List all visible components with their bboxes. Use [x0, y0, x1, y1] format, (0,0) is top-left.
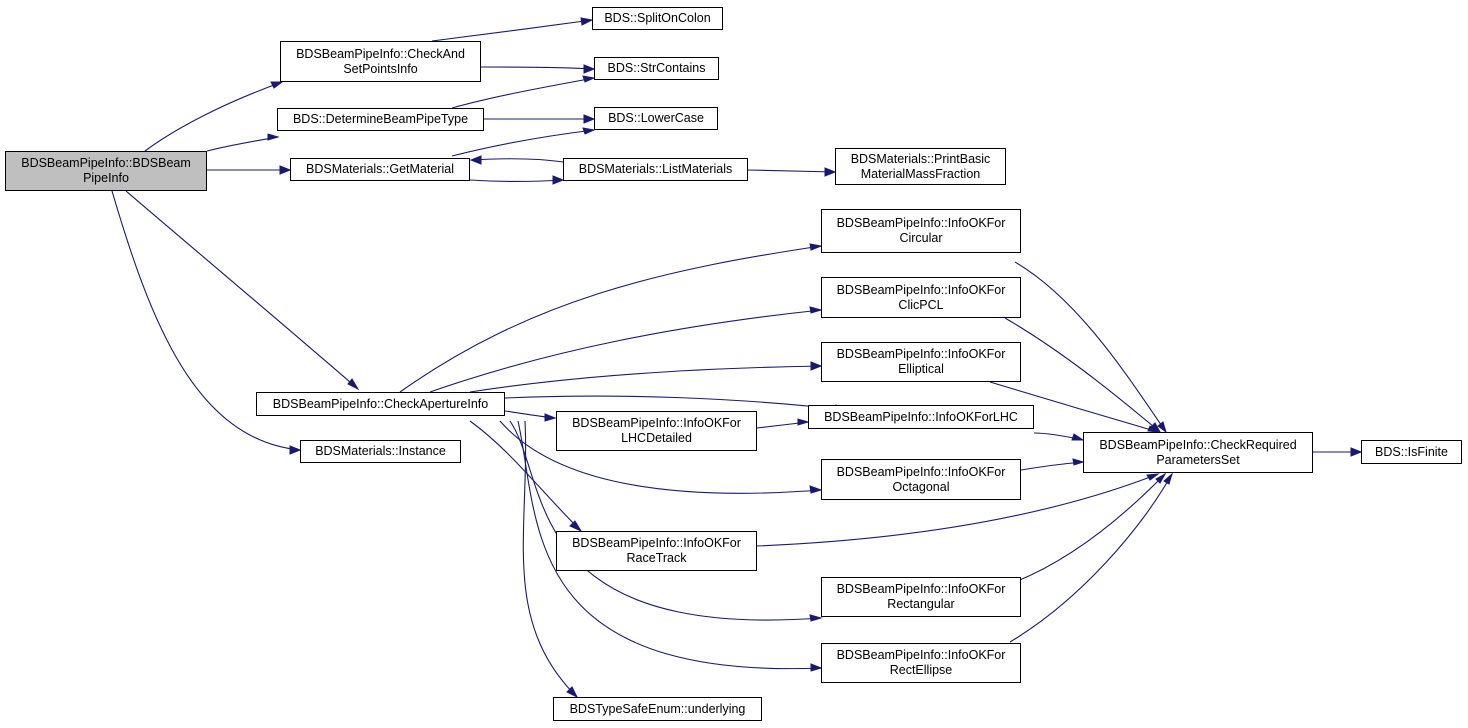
- node-list-materials[interactable]: BDSMaterials::ListMaterials: [563, 158, 748, 181]
- node-split-on-colon[interactable]: BDS::SplitOnColon: [592, 7, 723, 30]
- node-label: BDSBeamPipeInfo::CheckApertureInfo: [272, 396, 489, 411]
- node-info-ok-for-elliptical[interactable]: BDSBeamPipeInfo::InfoOKFor Elliptical: [821, 342, 1021, 382]
- node-label-line-1: BDSBeamPipeInfo::InfoOKFor: [836, 347, 1006, 361]
- node-label: BDS::SplitOnColon: [604, 11, 711, 25]
- node-label-line-1: BDSMaterials::PrintBasic: [850, 151, 991, 166]
- node-get-material[interactable]: BDSMaterials::GetMaterial: [290, 158, 470, 181]
- node-label-line-2: Elliptical: [898, 362, 944, 376]
- node-label-line-2: Octagonal: [892, 479, 950, 494]
- node-label-line-1: BDSBeamPipeInfo::BDSBeam: [21, 156, 191, 170]
- node-label-line-1: BDSBeamPipeInfo::CheckRequired: [1099, 437, 1297, 452]
- edge-aperture-lhc: [504, 395, 847, 411]
- node-check-required-parameters-set[interactable]: BDSBeamPipeInfo::CheckRequired Parameter…: [1083, 432, 1313, 473]
- node-info-ok-for-race-track[interactable]: BDSBeamPipeInfo::InfoOKFor RaceTrack: [556, 531, 757, 571]
- node-label: BDS::IsFinite: [1375, 444, 1448, 459]
- node-label: BDS::StrContains: [607, 61, 706, 75]
- graph-edges: [111, 17, 1363, 699]
- node-info-ok-for-circular[interactable]: BDSBeamPipeInfo::InfoOKFor Circular: [821, 209, 1021, 253]
- edge-determine-str-contains: [451, 77, 595, 109]
- node-label: BDSMaterials::Instance: [315, 444, 446, 458]
- node-label: BDS::LowerCase: [608, 111, 704, 125]
- node-label-line-2: Circular: [899, 231, 943, 245]
- node-label-line-1: BDSBeamPipeInfo::InfoOKFor: [836, 648, 1006, 662]
- node-label-line-2: RaceTrack: [626, 551, 687, 565]
- edge-aperture-octagonal: [499, 420, 822, 494]
- edge-get-material-lower-case: [451, 129, 595, 157]
- node-materials-instance[interactable]: BDSMaterials::Instance: [300, 440, 461, 463]
- node-info-ok-for-lhc[interactable]: BDSBeamPipeInfo::InfoOKForLHC: [808, 405, 1034, 429]
- node-label-line-2: RectEllipse: [889, 663, 953, 677]
- node-label-line-1: BDSBeamPipeInfo::InfoOKFor: [836, 464, 1006, 479]
- node-bdsbeampipeinfo-constructor: BDSBeamPipeInfo::BDSBeam PipeInfo: [5, 151, 207, 191]
- node-lower-case[interactable]: BDS::LowerCase: [594, 107, 718, 130]
- edge-circular-check-required: [1014, 261, 1167, 433]
- node-label-line-2: SetPointsInfo: [343, 61, 418, 76]
- node-label-line-2: LHCDetailed: [621, 431, 692, 445]
- node-info-ok-for-lhc-detailed[interactable]: BDSBeamPipeInfo::InfoOKFor LHCDetailed: [556, 411, 757, 451]
- node-label-line-2: ParametersSet: [1156, 452, 1240, 467]
- edge-check-and-set-split: [431, 19, 593, 42]
- node-label-line-2: ClicPCL: [898, 297, 944, 312]
- node-label: BDSMaterials::GetMaterial: [306, 162, 454, 176]
- node-label: BDSMaterials::ListMaterials: [578, 162, 733, 176]
- node-label-line-1: BDSBeamPipeInfo::InfoOKFor: [572, 416, 741, 430]
- node-label-line-2: Rectangular: [887, 597, 955, 611]
- node-print-basic-material-mass-fraction[interactable]: BDSMaterials::PrintBasic MaterialMassFra…: [835, 148, 1006, 185]
- node-label-line-1: BDSBeamPipeInfo::InfoOKFor: [836, 582, 1006, 596]
- node-info-ok-for-octagonal[interactable]: BDSBeamPipeInfo::InfoOKFor Octagonal: [821, 459, 1021, 500]
- edge-get-material-list: [469, 179, 564, 183]
- edge-rectangular-check-required: [1014, 473, 1166, 583]
- edge-list-print-basic: [747, 169, 836, 173]
- node-determine-beam-pipe-type[interactable]: BDS::DetermineBeamPipeType: [277, 108, 484, 131]
- edge-clic-pcl-check-required: [1004, 317, 1161, 433]
- node-label-line-1: BDSBeamPipeInfo::CheckAnd: [296, 46, 465, 61]
- edge-root-determine-type: [206, 136, 279, 152]
- node-label: BDS::DetermineBeamPipeType: [292, 112, 469, 126]
- node-label-line-1: BDSBeamPipeInfo::InfoOKFor: [836, 216, 1006, 230]
- edge-rect-ellipse-check-required: [1009, 473, 1173, 643]
- node-label-line-2: PipeInfo: [83, 171, 129, 185]
- node-is-finite[interactable]: BDS::IsFinite: [1361, 440, 1462, 464]
- node-label-line-1: BDSBeamPipeInfo::InfoOKFor: [836, 282, 1006, 297]
- edge-check-and-set-str-contains: [480, 66, 595, 70]
- edge-root-instance: [111, 190, 301, 451]
- node-label: BDSTypeSafeEnum::underlying: [569, 701, 746, 716]
- node-label-line-1: BDSBeamPipeInfo::InfoOKFor: [572, 536, 741, 550]
- node-label-line-2: MaterialMassFraction: [860, 166, 981, 181]
- node-info-ok-for-rect-ellipse[interactable]: BDSBeamPipeInfo::InfoOKFor RectEllipse: [821, 643, 1021, 683]
- edge-aperture-circular: [399, 245, 822, 393]
- node-check-aperture-info[interactable]: BDSBeamPipeInfo::CheckApertureInfo: [256, 392, 505, 416]
- edge-race-track-check-required: [756, 473, 1159, 547]
- node-str-contains[interactable]: BDS::StrContains: [594, 57, 719, 80]
- edge-aperture-clic-pcl: [429, 309, 822, 393]
- node-check-and-set-points-info[interactable]: BDSBeamPipeInfo::CheckAnd SetPointsInfo: [280, 41, 481, 82]
- node-info-ok-for-rectangular[interactable]: BDSBeamPipeInfo::InfoOKFor Rectangular: [821, 577, 1021, 617]
- edge-aperture-elliptical: [469, 365, 822, 393]
- node-type-safe-enum-underlying[interactable]: BDSTypeSafeEnum::underlying: [553, 697, 762, 721]
- node-info-ok-for-clic-pcl[interactable]: BDSBeamPipeInfo::InfoOKFor ClicPCL: [821, 277, 1021, 318]
- edge-elliptical-check-required: [989, 381, 1159, 433]
- edge-list-get-material: [470, 158, 564, 163]
- edge-aperture-underlying: [522, 420, 578, 698]
- node-label: BDSBeamPipeInfo::InfoOKForLHC: [824, 409, 1018, 424]
- edge-root-check-aperture: [125, 190, 359, 390]
- edge-root-check-and-set: [144, 81, 283, 152]
